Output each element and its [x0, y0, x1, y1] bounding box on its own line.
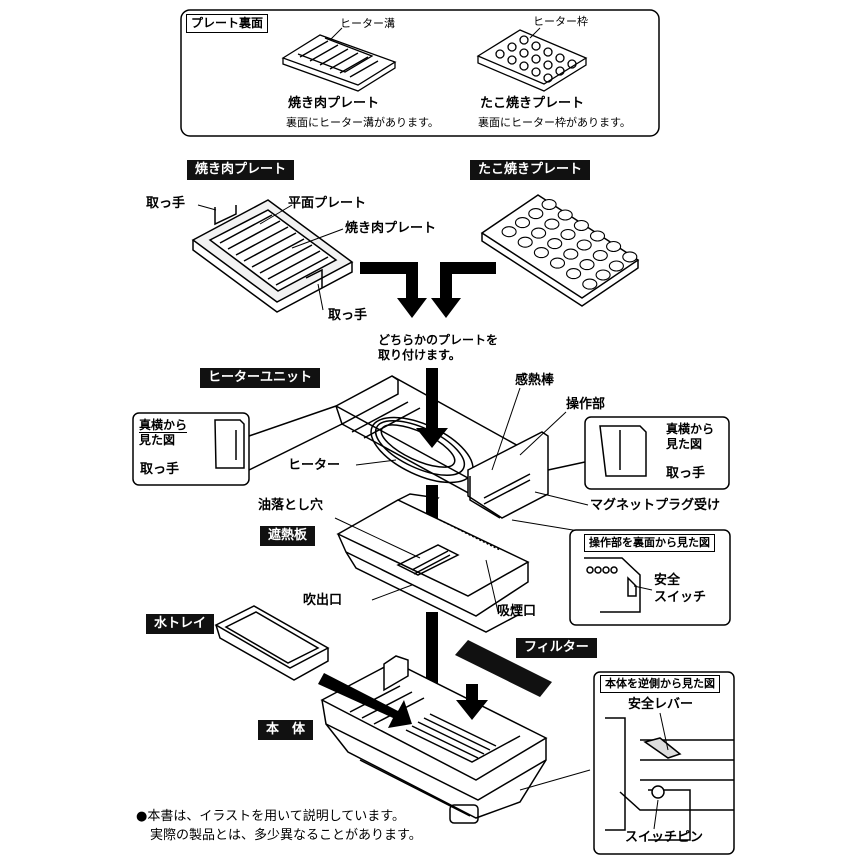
plate-back-yakiniku-desc: 裏面にヒーター溝があります。 [286, 116, 439, 129]
filter-label: フィルター [516, 638, 597, 658]
takoyaki-well [573, 219, 589, 232]
outlet-label: 吹出口 [303, 593, 343, 608]
heater-label: ヒーター [288, 458, 341, 473]
takoyaki-well [579, 259, 595, 271]
takoyaki-well [582, 278, 598, 290]
heater-handle-left-label: 取っ手 [140, 462, 180, 477]
takoyaki-plate-back-illustration [476, 29, 588, 92]
takoyaki-well [528, 208, 544, 220]
heater-handle-right-label: 取っ手 [666, 466, 706, 481]
takoyaki-plate-wells [501, 198, 638, 290]
takoyaki-well [557, 209, 573, 221]
safety-switch-line1: 安全 [654, 573, 681, 588]
heat-shield-label: 遮熱板 [260, 526, 316, 546]
heater-unit-label: ヒーターユニット [200, 368, 321, 388]
footnote-line2: 実際の製品とは、多少異なることがあります。 [150, 828, 422, 843]
smoke-intake-label: 吸煙口 [497, 604, 537, 619]
takoyaki-well [622, 251, 638, 263]
plate-handle-bottom-label: 取っ手 [328, 308, 368, 323]
attach-instruction-line2: 取り付けます。 [378, 348, 461, 362]
plate-back-yakiniku-name: 焼き肉プレート [288, 96, 380, 111]
right-side-view-line1: 真横から [666, 422, 715, 436]
water-tray-label: 水トレイ [146, 614, 215, 634]
right-side-view-inset [547, 416, 730, 490]
takoyaki-well [606, 240, 622, 253]
right-side-view-line2: 見た図 [666, 437, 703, 451]
yakiniku-plate-label: 焼き肉プレート [187, 160, 295, 180]
heater-groove-label: ヒーター溝 [340, 17, 395, 30]
main-body-label: 本 体 [258, 720, 314, 740]
takoyaki-well [531, 227, 547, 239]
magnet-plug-receiver-label: マグネットプラグ受け [590, 498, 721, 513]
yakiniku-plate-back-illustration [281, 34, 397, 92]
footnote-text-1: 本書は、イラストを用いて説明しています。 [147, 809, 406, 824]
takoyaki-well [566, 268, 582, 280]
left-side-view-line2: 見た図 [139, 433, 176, 447]
takoyaki-well [517, 236, 533, 248]
heater-frame-label: ヒーター枠 [533, 15, 588, 28]
plate-back-tag: プレート裏面 [186, 14, 269, 33]
left-side-view-line1: 真横から [139, 418, 188, 434]
safety-switch-line2: スイッチ [654, 590, 707, 605]
control-back-view-tag: 操作部を裏面から見た図 [584, 534, 715, 552]
water-tray-illustration [214, 605, 330, 681]
safety-lever-label: 安全レバー [628, 697, 694, 712]
takoyaki-well [514, 217, 531, 229]
takoyaki-well [563, 248, 579, 260]
flat-plate-label: 平面プレート [288, 196, 367, 211]
takoyaki-well [595, 269, 611, 281]
takoyaki-well [501, 226, 517, 238]
control-section-label: 操作部 [566, 397, 606, 412]
heat-shield-illustration [336, 493, 530, 633]
reverse-view-tag: 本体を逆側から見た図 [600, 675, 720, 693]
takoyaki-well [592, 249, 608, 262]
takoyaki-well [544, 218, 560, 230]
filter-illustration [455, 640, 552, 697]
takoyaki-well [533, 247, 549, 259]
reverse-view-inset [593, 671, 735, 855]
attach-instruction-line1: どちらかのプレートを [378, 333, 499, 347]
footnote-line1: ●本書は、イラストを用いて説明しています。 [136, 808, 405, 826]
control-back-inset [569, 529, 731, 626]
oil-drain-hole-label: 油落とし穴 [258, 498, 324, 513]
sensor-rod-label: 感熱棒 [515, 373, 555, 388]
yakiniku-plate-part-label: 焼き肉プレート [345, 221, 437, 236]
takoyaki-well [589, 230, 606, 242]
yakiniku-plate-illustration [191, 199, 354, 313]
switch-pin-label: スイッチピン [625, 830, 704, 845]
plate-handle-left-label: 取っ手 [146, 196, 186, 211]
takoyaki-well [547, 238, 563, 250]
takoyaki-plate-label: たこ焼きプレート [470, 160, 591, 180]
plate-back-takoyaki-desc: 裏面にヒーター枠があります。 [478, 116, 631, 129]
plate-back-box [180, 9, 660, 137]
footnote-bullet: ● [136, 809, 148, 824]
takoyaki-well [549, 257, 566, 269]
plate-back-takoyaki-name: たこ焼きプレート [480, 96, 585, 111]
takoyaki-well [541, 198, 557, 211]
takoyaki-well [576, 239, 592, 251]
heater-unit-illustration [335, 375, 549, 519]
takoyaki-well [608, 260, 624, 272]
body-arrows [318, 673, 488, 728]
takoyaki-well [560, 228, 576, 241]
left-side-view-inset [132, 405, 343, 486]
